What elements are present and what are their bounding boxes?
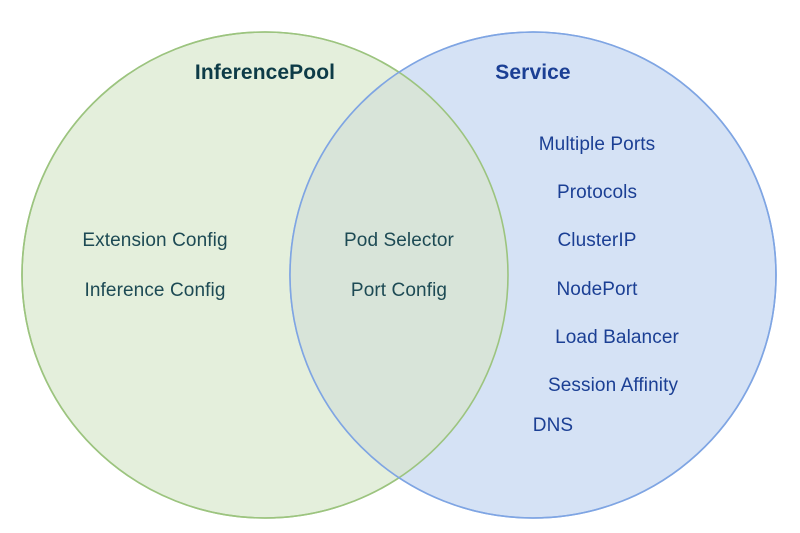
service-item-clusterip: ClusterIP xyxy=(557,230,637,251)
service-circle-outline xyxy=(289,31,777,519)
intersection-item-pod-selector: Pod Selector xyxy=(344,230,454,251)
service-item-nodeport: NodePort xyxy=(556,279,638,300)
service-item-load-balancer: Load Balancer xyxy=(555,327,679,348)
inferencepool-circle-outline xyxy=(21,31,509,519)
service-item-multiple-ports: Multiple Ports xyxy=(538,134,656,155)
inferencepool-item-inference-config: Inference Config xyxy=(84,280,226,301)
intersection-region[interactable] xyxy=(290,32,776,518)
intersection-item-port-config: Port Config xyxy=(350,280,448,301)
service-item-protocols: Protocols xyxy=(556,182,638,203)
inferencepool-title: InferencePool xyxy=(194,61,336,84)
service-item-dns: DNS xyxy=(532,415,574,436)
inferencepool-item-extension-config: Extension Config xyxy=(82,230,228,251)
service-title: Service xyxy=(495,61,571,84)
service-item-session-affinity: Session Affinity xyxy=(547,375,679,396)
